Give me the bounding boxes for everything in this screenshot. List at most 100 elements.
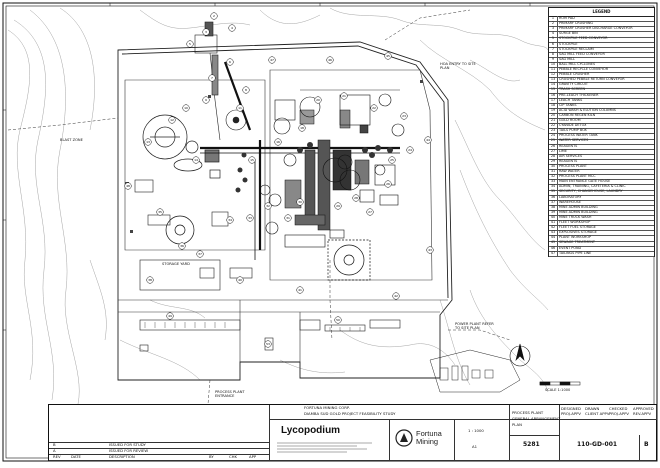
annotation-blast-zone: BLAST ZONE — [60, 138, 83, 142]
legend-text: FLEET FUEL STORAGE — [559, 225, 596, 230]
callout-bubble: 47 — [268, 56, 276, 64]
approval-header-cell: DRAWN — [585, 406, 600, 411]
legend-text: EXPLOSIVES STORAGE — [559, 230, 597, 235]
callout-number: 27 — [368, 210, 372, 214]
annotation-process-plant-entrance: PROCESS PLANT ENTRANCE — [215, 390, 245, 398]
revision-description: ISSUED FOR STUDY — [109, 442, 146, 447]
callout-bubble: 35 — [156, 208, 164, 216]
legend-number: 44 — [549, 235, 558, 241]
callout-number: 33 — [248, 216, 252, 220]
callout-number: 20 — [316, 98, 320, 102]
callout-number: 49 — [168, 314, 172, 318]
legend-text: LEACH TANKS — [559, 97, 583, 102]
callout-bubble: 31 — [284, 214, 292, 222]
fortuna-logo-line2: Mining — [416, 437, 439, 446]
drawing-number-cell: 110-GD-001 — [559, 435, 640, 461]
legend-number: 19 — [549, 107, 558, 114]
legend-number: 29 — [549, 158, 558, 165]
callout-bubble: 33 — [246, 214, 254, 222]
legend-text: SEWAGE TREATMENT — [559, 240, 595, 245]
callout-number: 45 — [386, 54, 390, 58]
company-logo-cell: Lycopodium — [269, 419, 390, 461]
tb-scale-value: 1 : 1000 — [468, 428, 484, 433]
callout-bubble: 53 — [264, 340, 272, 348]
callout-bubble: 32 — [264, 202, 272, 210]
rev-header-chk: CHK — [229, 454, 237, 459]
callout-number: 26 — [386, 182, 390, 186]
callout-bubble: 40 — [236, 276, 244, 284]
callout-bubble: 50 — [334, 316, 342, 324]
callout-bubble: 27 — [366, 208, 374, 216]
rev-header-app: APP — [249, 454, 257, 459]
legend-number: 9 — [549, 56, 558, 63]
callout-number: 8 — [245, 88, 247, 92]
legend-number: 14 — [549, 82, 558, 88]
legend-text: ADMIN, TRAINING, CAFETERIA & CLINIC — [559, 184, 626, 189]
callout-bubble: 5 — [186, 40, 194, 48]
callout-number: 28 — [354, 196, 358, 200]
legend-text: WATER SERVICES — [559, 138, 589, 143]
legend-number: 34 — [549, 184, 558, 190]
revision-cell: B — [639, 435, 656, 461]
callout-bubble: 41 — [296, 286, 304, 294]
legend-number: 24 — [549, 133, 558, 139]
legend-text: SAG MILL FEED CONVEYOR — [559, 51, 605, 56]
callout-number: 42 — [394, 294, 398, 298]
legend-text: GRAVITY CIRCUIT — [559, 82, 588, 87]
legend-number: 4 — [549, 31, 558, 37]
callout-number: 16 — [276, 140, 280, 144]
legend-text: TAILINGS PIPE LINE — [559, 250, 592, 255]
legend-number: 47 — [549, 250, 558, 256]
callout-number: 6 — [229, 60, 231, 64]
legend-text: SURGE BIN — [559, 31, 578, 36]
legend-number: 40 — [549, 214, 558, 221]
legend-text: PRIMARY CRUSHING — [559, 21, 594, 26]
legend-text: REAGENTS — [559, 143, 578, 148]
legend-text: PROCESS PLANT — [559, 163, 587, 168]
legend-number: 35 — [549, 189, 558, 195]
callout-bubble: 3 — [202, 28, 210, 36]
legend-number: 26 — [549, 143, 558, 149]
legend-text: CIP TANKS — [559, 102, 577, 107]
callout-bubble: 6 — [226, 58, 234, 66]
legend-number: 20 — [549, 112, 558, 119]
callout-number: 7 — [211, 76, 213, 80]
legend-text: PEBBLE RECYCLE CONVEYOR — [559, 67, 609, 71]
fortuna-logo-icon — [395, 429, 413, 447]
legend-text: MINE TRUCK WASH — [559, 214, 592, 219]
revision-header-row: REV DATE DESCRIPTION BY CHK APP — [49, 454, 269, 461]
callout-bubble: 36 — [178, 242, 186, 250]
lycopodium-mark-icon — [277, 442, 372, 453]
legend-number: 23 — [549, 128, 558, 134]
callout-number: 38 — [148, 278, 152, 282]
legend-number: 45 — [549, 240, 558, 246]
revision-description: ISSUED FOR REVIEW — [109, 448, 149, 453]
callout-bubble: 13 — [144, 138, 152, 146]
callout-number: 11 — [238, 106, 242, 110]
legend-number: 5 — [549, 36, 558, 42]
rev-header-by: BY — [209, 454, 214, 459]
callout-number: 3 — [205, 30, 207, 34]
callout-bubble: 43 — [426, 246, 434, 254]
